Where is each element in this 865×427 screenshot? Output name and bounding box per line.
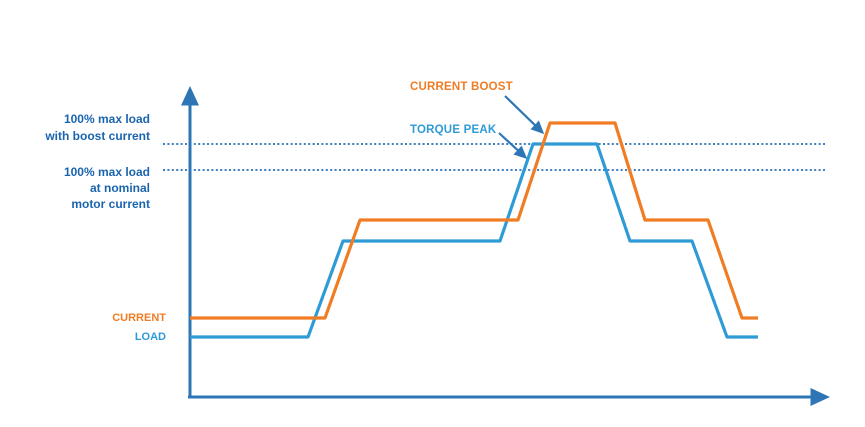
- nominal-max-load-label-line3: motor current: [71, 197, 150, 211]
- torque-peak-label: TORQUE PEAK: [410, 124, 497, 136]
- torque-peak-arrow: [498, 132, 528, 159]
- boost-max-load-label-line1: 100% max load: [63, 112, 150, 126]
- boost-max-load-label-line2: with boost current: [45, 129, 150, 143]
- boost-max-load-label: 100% max load with boost current: [0, 111, 150, 145]
- load-series-label: LOAD: [134, 331, 166, 343]
- current-series-label: CURRENT: [112, 312, 166, 324]
- nominal-max-load-label-line2: at nominal: [89, 181, 150, 195]
- current-series-line: [190, 121, 758, 320]
- current-boost-label: CURRENT BOOST: [410, 81, 513, 93]
- nominal-max-load-label-line1: 100% max load: [63, 165, 150, 179]
- nominal-max-load-label: 100% max load at nominal motor current: [0, 164, 150, 212]
- current-boost-arrow: [504, 95, 545, 135]
- load-series-line: [190, 142, 758, 339]
